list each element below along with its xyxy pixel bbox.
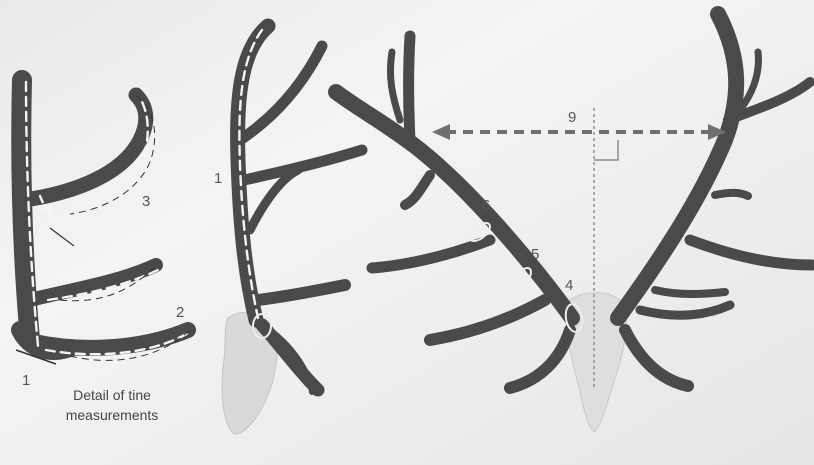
detail-label-tine-3: 3 — [142, 193, 150, 210]
pair-label-spread: 9 — [568, 109, 576, 126]
detail-caption-line-1: Detail of tine — [73, 387, 151, 403]
detail-caption-line-2: measurements — [66, 407, 159, 423]
pair-label-4: 4 — [565, 277, 573, 294]
detail-label-base: 1 — [22, 372, 30, 389]
detail-label-tine-2: 2 — [176, 304, 184, 321]
single-label-beam: 1 — [214, 170, 222, 187]
pair-label-6: 6 — [482, 197, 490, 214]
pair-label-5: 5 — [531, 246, 539, 263]
